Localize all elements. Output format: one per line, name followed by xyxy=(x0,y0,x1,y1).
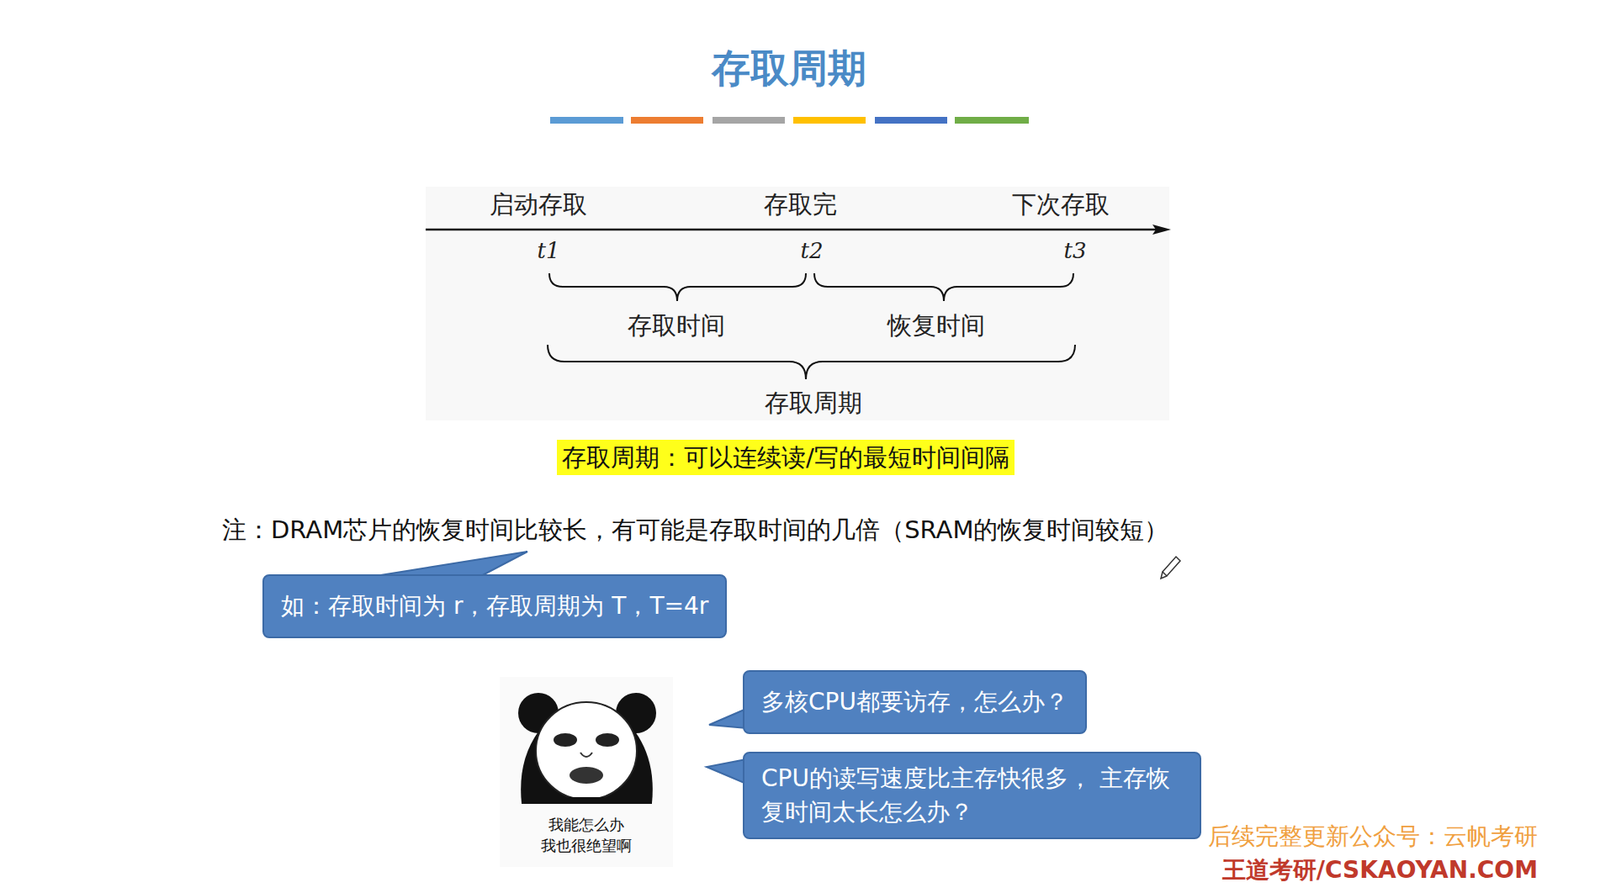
callout-box: 如：存取时间为 r，存取周期为 T，T=4r xyxy=(262,574,727,639)
callout-tail xyxy=(370,551,528,578)
brace-label: 存取时间 xyxy=(627,309,726,344)
axis-arrowhead xyxy=(1152,224,1171,235)
callout-tail xyxy=(706,759,747,785)
pencil xyxy=(1162,556,1181,577)
panda-meme xyxy=(499,677,673,868)
axis-label: 下次存取 xyxy=(1011,188,1110,223)
time-mark: t3 xyxy=(1064,238,1087,264)
brace xyxy=(549,273,806,302)
slide-title: 存取周期 xyxy=(711,42,867,96)
speech-bubble: 多核CPU都要访存，怎么办？ xyxy=(742,670,1087,735)
box-text: 多核CPU都要访存，怎么办？ xyxy=(761,672,1069,733)
pencil-tip xyxy=(1160,572,1167,579)
color-bar xyxy=(712,116,785,124)
callout-tail xyxy=(709,709,747,729)
meme-caption: 我能怎么办 xyxy=(548,815,625,836)
meme-ground xyxy=(499,677,673,868)
meme-caption: 我也很绝望啊 xyxy=(540,836,632,857)
braces xyxy=(547,273,1076,380)
time-mark: t1 xyxy=(537,238,561,264)
speech-bubble: CPU的读写速度比主存快很多， 主存恢复时间太长怎么办？ xyxy=(742,752,1202,840)
brace xyxy=(814,273,1074,302)
color-bar xyxy=(793,116,866,124)
highlight-band: 存取周期：可以连续读/写的最短时间间隔 xyxy=(556,439,1015,476)
brace-label: 存取周期 xyxy=(764,386,863,421)
time-mark: t2 xyxy=(800,238,824,264)
panda-nose xyxy=(580,752,593,758)
color-bar xyxy=(550,116,624,124)
time-axis xyxy=(425,228,1160,232)
panda-eye xyxy=(595,733,620,748)
watermark: 王道考研/CSKAOYAN.COM xyxy=(1222,854,1538,887)
box-text: 如：存取时间为 r，存取周期为 T，T=4r xyxy=(280,576,709,637)
title-bars xyxy=(550,116,1029,124)
box-text: CPU的读写速度比主存快很多， 主存恢复时间太长怎么办？ xyxy=(761,762,1183,830)
figure-ground xyxy=(425,186,1170,421)
axis-label: 启动存取 xyxy=(489,188,588,223)
brace-label: 恢复时间 xyxy=(887,309,986,344)
panda-mouth xyxy=(569,767,604,785)
panda-chin xyxy=(521,797,652,805)
color-bar xyxy=(630,116,704,124)
axis-label: 存取完 xyxy=(763,188,838,223)
pencil-icon xyxy=(1160,556,1181,579)
panda-eye xyxy=(553,733,578,748)
brace xyxy=(547,344,1076,380)
color-bar xyxy=(954,116,1029,124)
box-text: 存取周期：可以连续读/写的最短时间间隔 xyxy=(561,441,1010,474)
watermark: 后续完整更新公众号：云帆考研 xyxy=(1207,821,1538,853)
panda-face xyxy=(535,702,637,800)
note-text: 注：DRAM芯片的恢复时间比较长，有可能是存取时间的几倍（SRAM的恢复时间较短… xyxy=(222,513,1169,548)
color-bar xyxy=(874,116,948,124)
